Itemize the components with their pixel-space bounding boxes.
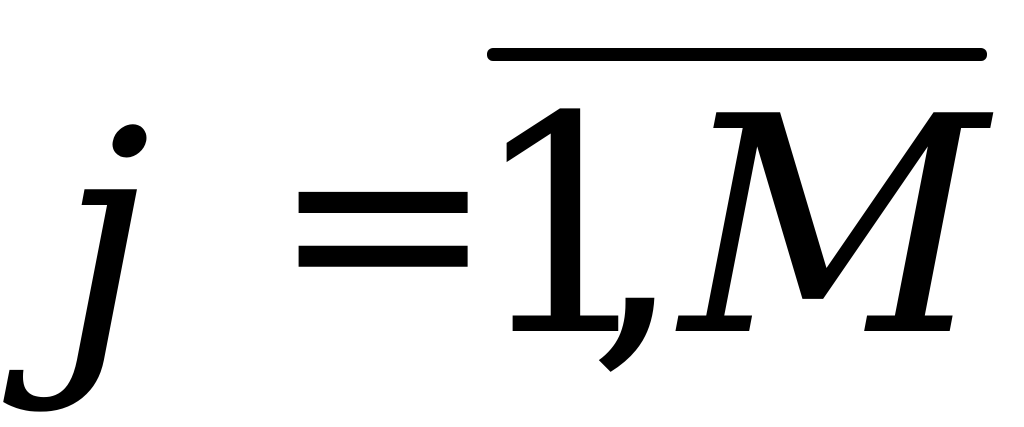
overline-bar [487, 48, 987, 61]
variable-j: j [58, 67, 152, 416]
equals-sign: = [270, 63, 497, 378]
range-start: 1 [470, 53, 661, 402]
range-separator: , [588, 53, 684, 402]
range-end: M [680, 53, 988, 402]
